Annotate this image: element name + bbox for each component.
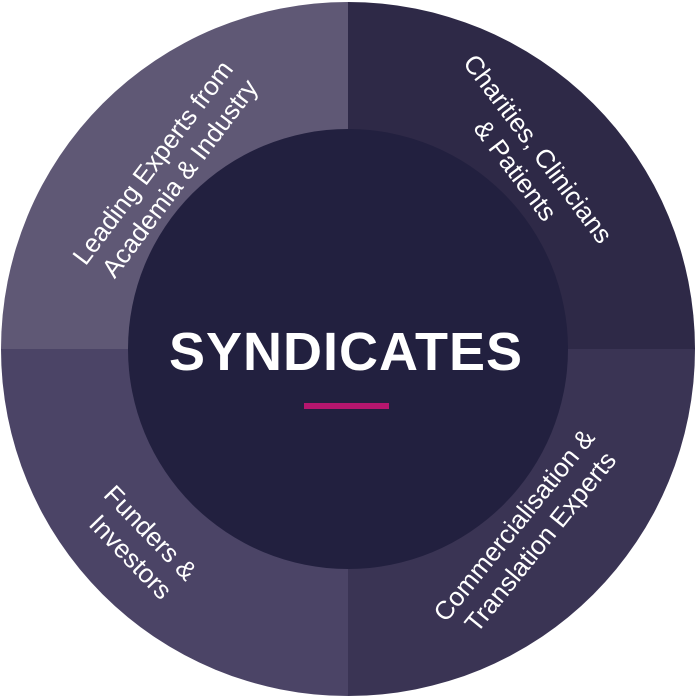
- center-title: SYNDICATES: [169, 322, 523, 382]
- center-circle: [128, 129, 568, 569]
- accent-underline: [304, 403, 389, 409]
